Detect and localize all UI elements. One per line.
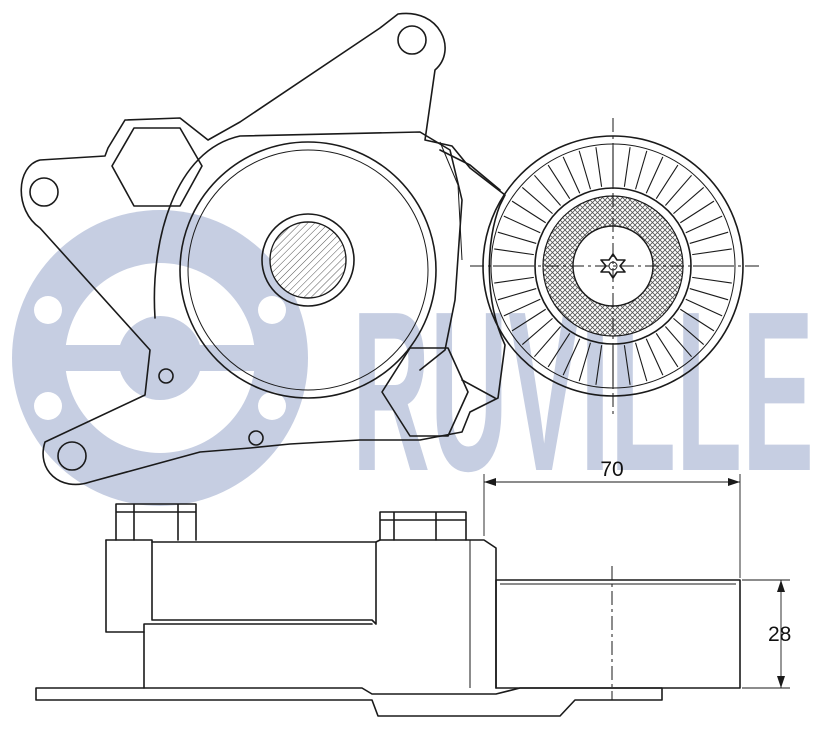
pulley-rib	[497, 288, 537, 301]
pulley-rib	[547, 333, 571, 368]
dimension-width: 70	[483, 458, 741, 578]
pulley-rib	[494, 276, 534, 284]
pulley-rib	[511, 308, 546, 332]
pulley-rib	[578, 150, 591, 190]
bolt-head-right	[379, 511, 467, 541]
pulley-rib	[664, 174, 692, 206]
dimension-height: 28	[742, 579, 791, 689]
pulley-rib	[595, 345, 603, 385]
pulley-rib	[635, 150, 648, 190]
width-label: 70	[600, 458, 623, 481]
pulley-rib	[534, 174, 562, 206]
pulley-rib	[689, 288, 729, 301]
pulley-rib	[635, 342, 648, 382]
pulley-rib	[673, 187, 705, 215]
pulley-rib	[673, 317, 705, 345]
mount-hole-bottom	[57, 441, 87, 471]
pulley-rib	[521, 317, 553, 345]
pulley-rib	[692, 248, 732, 256]
mount-hole-top	[397, 25, 427, 55]
pulley-rib	[511, 200, 546, 224]
pulley-rib	[685, 215, 723, 234]
pulley-ribs	[493, 146, 733, 386]
pulley-rib	[497, 231, 537, 244]
pulley-rib	[680, 308, 715, 332]
pulley-rib	[692, 276, 732, 284]
hex-boss-lower	[381, 347, 469, 437]
tensioner-top-view	[20, 12, 762, 486]
pulley-rib	[655, 333, 679, 368]
pulley-rib	[494, 248, 534, 256]
spring-housing	[179, 141, 437, 399]
pulley-rib	[685, 298, 723, 317]
pulley-rib	[655, 164, 679, 199]
height-label: 28	[768, 623, 791, 646]
pulley-rib	[689, 231, 729, 244]
tensioner-side-view	[35, 503, 741, 717]
pulley-rib	[578, 342, 591, 382]
pulley-rib	[664, 326, 692, 358]
pulley-rib	[503, 298, 541, 317]
pulley-rib	[645, 156, 664, 194]
pulley-rib	[623, 147, 631, 187]
pulley-rib	[503, 215, 541, 234]
logo-emblem	[12, 210, 308, 506]
pulley-rib	[534, 326, 562, 358]
pulley-rib	[645, 338, 664, 376]
pulley-rib	[562, 338, 581, 376]
pulley-rib	[562, 156, 581, 194]
mount-hole-left	[29, 177, 59, 207]
pulley-rib	[521, 187, 553, 215]
pulley-side	[495, 579, 741, 689]
hex-boss-left	[111, 127, 203, 207]
bolt-head-left	[115, 503, 197, 541]
pulley-rib	[623, 345, 631, 385]
pulley-rib	[595, 147, 603, 187]
pulley-rib	[680, 200, 715, 224]
ruville-logo: RUVILLE	[12, 210, 814, 519]
pulley-rib	[547, 164, 571, 199]
